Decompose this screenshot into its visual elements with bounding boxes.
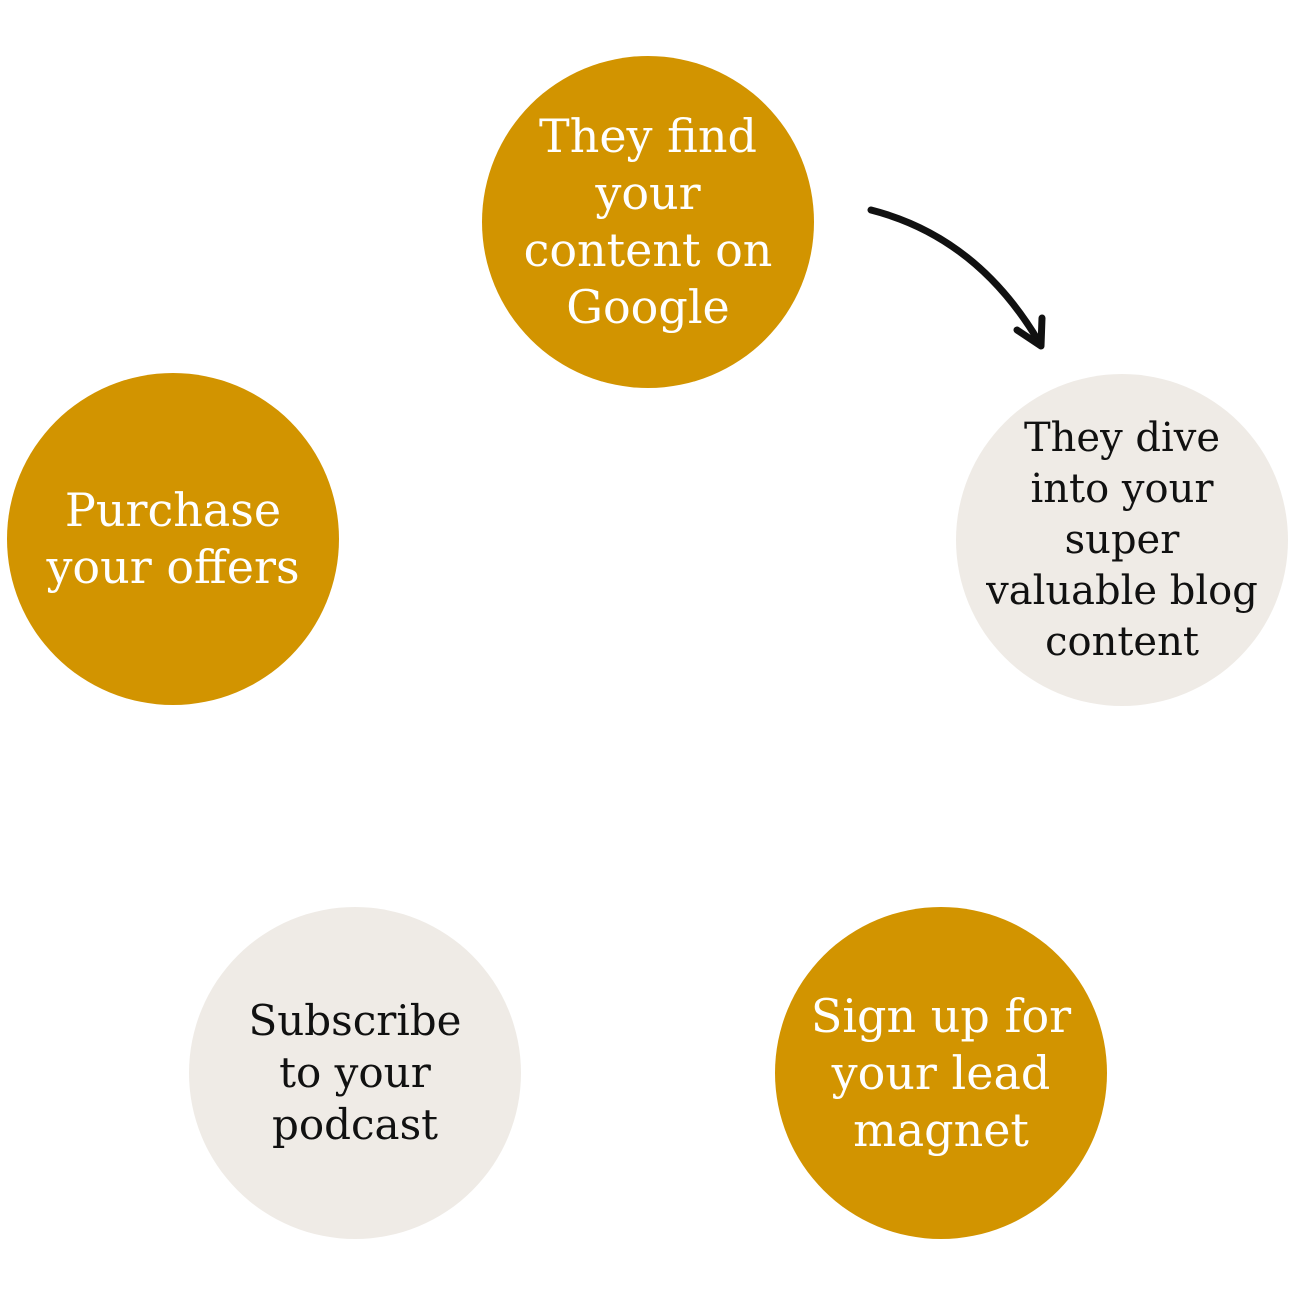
step-find-content-label: They find your content on Google	[523, 109, 773, 334]
step-blog-content-circle: They dive into your super valuable blog …	[956, 374, 1288, 706]
step-purchase-label: Purchase your offers	[46, 483, 300, 594]
step-lead-magnet-label: Sign up for your lead magnet	[810, 988, 1072, 1157]
step-find-content-circle: They find your content on Google	[482, 56, 814, 388]
step-podcast-label: Subscribe to your podcast	[248, 996, 462, 1149]
step-purchase-circle: Purchase your offers	[7, 373, 339, 705]
step-podcast-circle: Subscribe to your podcast	[189, 907, 521, 1239]
step-blog-content-label: They dive into your super valuable blog …	[986, 414, 1258, 665]
step-lead-magnet-circle: Sign up for your lead magnet	[775, 907, 1107, 1239]
